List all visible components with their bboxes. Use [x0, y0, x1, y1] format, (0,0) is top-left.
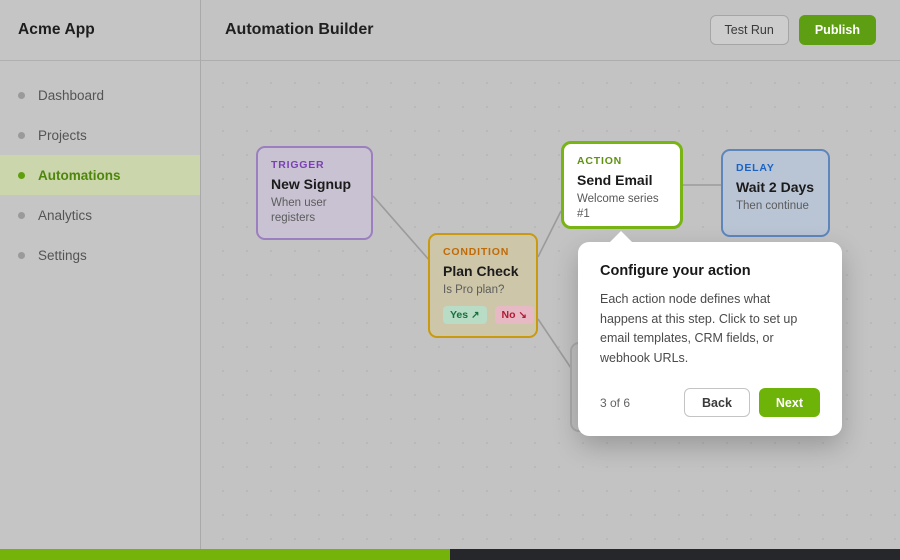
node-title: New Signup	[271, 176, 352, 192]
publish-button[interactable]: Publish	[798, 15, 876, 45]
sidebar-item-label: Projects	[38, 127, 87, 143]
dot-icon	[18, 171, 25, 179]
node-condition[interactable]: CONDITION Plan Check Is Pro plan? Yes ↗ …	[428, 233, 538, 338]
branch-badges: Yes ↗ No ↘	[443, 306, 534, 324]
sidebar-nav: Dashboard Projects Automations Analytics…	[0, 61, 200, 275]
branch-label: Yes	[450, 309, 469, 321]
popover-footer: 3 of 6 Back Next	[600, 388, 820, 417]
node-subtitle: Welcome series #1	[577, 193, 659, 220]
sidebar-item-label: Automations	[38, 167, 121, 183]
node-kind-label: ACTION	[577, 155, 623, 167]
popover-title: Configure your action	[600, 263, 751, 279]
dot-icon	[18, 251, 25, 259]
branch-badge-no[interactable]: No ↘	[494, 306, 534, 324]
sidebar-item-analytics[interactable]: Analytics	[0, 195, 200, 235]
node-delay[interactable]: DELAY Wait 2 Days Then continue	[721, 149, 830, 237]
node-title: Wait 2 Days	[736, 179, 815, 195]
dot-icon	[18, 131, 25, 139]
back-button[interactable]: Back	[684, 388, 750, 417]
node-title: Send Email	[577, 172, 653, 188]
popover-buttons: Back Next	[684, 388, 820, 417]
edge-trigger-condition	[372, 195, 431, 262]
popover-arrow-icon	[609, 231, 633, 243]
progress-bar[interactable]	[0, 549, 900, 560]
sidebar-item-projects[interactable]: Projects	[0, 115, 200, 155]
sidebar-item-label: Settings	[38, 247, 87, 263]
sidebar-item-automations[interactable]: Automations	[0, 155, 200, 195]
automation-canvas[interactable]: TRIGGER New Signup When user registers C…	[201, 61, 900, 560]
node-subtitle: Then continue	[736, 200, 809, 212]
test-run-button[interactable]: Test Run	[709, 15, 789, 45]
sidebar-item-settings[interactable]: Settings	[0, 235, 200, 275]
branch-badge-yes[interactable]: Yes ↗	[443, 306, 487, 324]
node-kind-label: TRIGGER	[271, 159, 325, 171]
progress-fill	[0, 549, 450, 560]
page-title: Automation Builder	[225, 21, 374, 38]
header-actions: Test Run Publish	[709, 15, 876, 45]
popover-step-counter: 3 of 6	[600, 395, 631, 410]
header: Automation Builder Test Run Publish	[201, 0, 900, 61]
sidebar: Acme App Dashboard Projects Automations …	[0, 0, 201, 560]
node-trigger[interactable]: TRIGGER New Signup When user registers	[256, 146, 373, 240]
node-title: Plan Check	[443, 263, 519, 279]
popover-body: Each action node defines what happens at…	[600, 292, 798, 365]
edge-condition-action	[537, 210, 562, 258]
sidebar-item-dashboard[interactable]: Dashboard	[0, 75, 200, 115]
node-subtitle: Is Pro plan?	[443, 284, 505, 296]
edge-condition-next	[537, 318, 574, 372]
dot-icon	[18, 91, 25, 99]
sidebar-item-label: Analytics	[38, 207, 93, 223]
node-kind-label: CONDITION	[443, 246, 510, 258]
brand: Acme App	[0, 0, 200, 61]
node-action[interactable]: ACTION Send Email Welcome series #1	[561, 141, 683, 229]
arrow-down-right-icon: ↘	[518, 309, 527, 321]
onboarding-popover: Configure your action Each action node d…	[578, 231, 842, 436]
arrow-up-right-icon: ↗	[471, 309, 480, 321]
branch-label: No	[501, 309, 516, 321]
dot-icon	[18, 211, 25, 219]
next-button[interactable]: Next	[758, 388, 820, 417]
brand-name: Acme App	[18, 21, 95, 38]
node-kind-label: DELAY	[736, 162, 775, 174]
sidebar-item-label: Dashboard	[38, 87, 105, 103]
node-subtitle: When user registers	[271, 197, 327, 224]
